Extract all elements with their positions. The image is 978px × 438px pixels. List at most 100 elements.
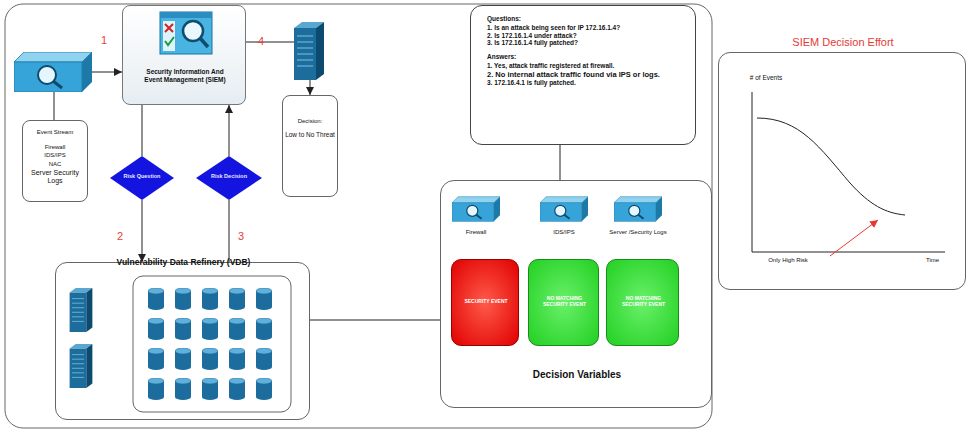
text-block: Security Information And Event Managemen… bbox=[137, 68, 233, 84]
chart-panel: SIEM Decision Effort bbox=[718, 52, 966, 290]
text-block: Risk Decision bbox=[204, 173, 254, 180]
callout-number: 1 bbox=[101, 34, 115, 47]
decision-diamond: Risk Decision bbox=[196, 156, 262, 200]
node-text: NO MATCHING SECURITY EVENT bbox=[535, 295, 594, 307]
icon-label: Firewall bbox=[447, 229, 505, 236]
chart-curve bbox=[757, 118, 905, 215]
database-cylinder bbox=[256, 318, 272, 340]
callout-number: 4 bbox=[258, 35, 272, 48]
diamond-shape bbox=[196, 156, 262, 200]
connector bbox=[142, 200, 143, 262]
database-cylinder bbox=[229, 288, 245, 310]
server-icon bbox=[294, 22, 324, 80]
database-cylinder bbox=[202, 288, 218, 310]
database-cylinder bbox=[175, 348, 191, 370]
firewall-icon bbox=[452, 197, 500, 222]
node-text: Answers: bbox=[487, 53, 691, 61]
text-block: SIEM Decision Effort bbox=[719, 36, 967, 49]
connector bbox=[229, 105, 230, 156]
node-text: Risk Decision bbox=[204, 173, 254, 180]
node-text: 1. Yes, attack traffic registered at fir… bbox=[487, 62, 691, 70]
event-stream-icon bbox=[14, 52, 92, 92]
node-text: Firewall bbox=[25, 144, 85, 151]
node-text: Security Information And Event Managemen… bbox=[137, 68, 233, 84]
diamond-shape bbox=[110, 156, 174, 200]
callout-text: Only High Risk bbox=[756, 257, 820, 264]
node-text: Questions: bbox=[487, 15, 691, 23]
database-cylinders bbox=[148, 288, 272, 400]
ids-icon bbox=[540, 197, 588, 222]
text-block: NO MATCHING SECURITY EVENT bbox=[535, 295, 594, 307]
database-cylinder bbox=[229, 378, 245, 400]
database-cylinder bbox=[229, 318, 245, 340]
node-text: NO MATCHING SECURITY EVENT bbox=[614, 295, 673, 307]
node-text: Decision Variables bbox=[441, 369, 713, 381]
database-cylinder bbox=[148, 378, 164, 400]
database-cylinder bbox=[175, 318, 191, 340]
text-block: SECURITY EVENT bbox=[456, 298, 516, 304]
node-text: Decision: bbox=[285, 118, 335, 125]
source-box: Event StreamFirewallIDS/IPS NACServer Sec… bbox=[22, 120, 88, 202]
node-text: NAC bbox=[25, 161, 85, 168]
database-cylinder bbox=[175, 288, 191, 310]
database-group bbox=[133, 276, 291, 412]
server-icon bbox=[70, 288, 93, 332]
text-block: Risk Question bbox=[118, 173, 166, 180]
node-text: SECURITY EVENT bbox=[456, 298, 516, 304]
axis-label: Time bbox=[926, 257, 956, 264]
callout-arrow bbox=[830, 220, 878, 256]
node-text: 3. Is 172.16.1.4 fully patched? bbox=[487, 39, 691, 47]
database-cylinder bbox=[148, 318, 164, 340]
decision-box: Decision:Low to No Threat bbox=[282, 95, 338, 197]
text-block: NO MATCHING SECURITY EVENT bbox=[614, 295, 673, 307]
database-cylinder bbox=[148, 288, 164, 310]
text-block: Event StreamFirewallIDS/IPS NACServer Sec… bbox=[25, 129, 85, 186]
node-text: Risk Question bbox=[118, 173, 166, 180]
text-block: Questions:1. Is an attack being seen for… bbox=[487, 15, 691, 87]
icon-label: Server /Security Logs bbox=[598, 229, 678, 236]
chart-axes bbox=[752, 92, 945, 252]
node-text: IDS/IPS bbox=[25, 152, 85, 159]
node-text: 2. Is 172.16.1.4 under attack? bbox=[487, 32, 691, 40]
text-block: Vulnerability Data Refinery (VDB) bbox=[56, 257, 311, 267]
node-text: SIEM Decision Effort bbox=[719, 36, 967, 49]
siem-icon bbox=[160, 12, 212, 54]
node-text: 3. 172.16.4.1 is fully patched. bbox=[487, 79, 691, 87]
logs-icon bbox=[614, 197, 662, 222]
text-block: Decision:Low to No Threat bbox=[285, 118, 335, 139]
connector bbox=[560, 145, 561, 180]
node-text: Event Stream bbox=[25, 129, 85, 136]
decision-diamond: Risk Question bbox=[110, 156, 174, 200]
cross-mark bbox=[165, 24, 173, 32]
database-cylinder bbox=[202, 378, 218, 400]
node-text: Vulnerability Data Refinery (VDB) bbox=[56, 257, 311, 267]
siem-icon-window bbox=[160, 12, 212, 54]
node-text: 1. Is an attack being seen for IP 172.16… bbox=[487, 24, 691, 32]
question-box: Questions:1. Is an attack being seen for… bbox=[470, 5, 696, 145]
database-cylinder bbox=[256, 348, 272, 370]
event-box: NO MATCHING SECURITY EVENT bbox=[606, 259, 679, 346]
database-cylinder bbox=[256, 378, 272, 400]
database-cylinder bbox=[175, 378, 191, 400]
axis-label: # of Events bbox=[733, 74, 799, 81]
server-icon bbox=[70, 344, 93, 388]
database-cylinder bbox=[229, 348, 245, 370]
database-cylinder bbox=[202, 348, 218, 370]
outer-panel bbox=[5, 4, 712, 428]
icon-label: IDS/IPS bbox=[535, 229, 593, 236]
event-box: SECURITY EVENT bbox=[451, 259, 519, 346]
magnifier bbox=[200, 38, 208, 47]
siem-icon-strip bbox=[163, 21, 175, 51]
text-block: Decision Variables bbox=[441, 369, 713, 381]
connector bbox=[310, 320, 440, 321]
node-text: 2. No internal attack traffic found via … bbox=[487, 70, 691, 79]
node-text: Server Security Logs bbox=[25, 169, 85, 186]
database-cylinder bbox=[202, 318, 218, 340]
callout-number: 3 bbox=[238, 230, 252, 243]
event-box: NO MATCHING SECURITY EVENT bbox=[528, 259, 599, 346]
database-cylinder bbox=[256, 288, 272, 310]
callout-number: 2 bbox=[117, 230, 131, 243]
connector bbox=[229, 200, 230, 262]
